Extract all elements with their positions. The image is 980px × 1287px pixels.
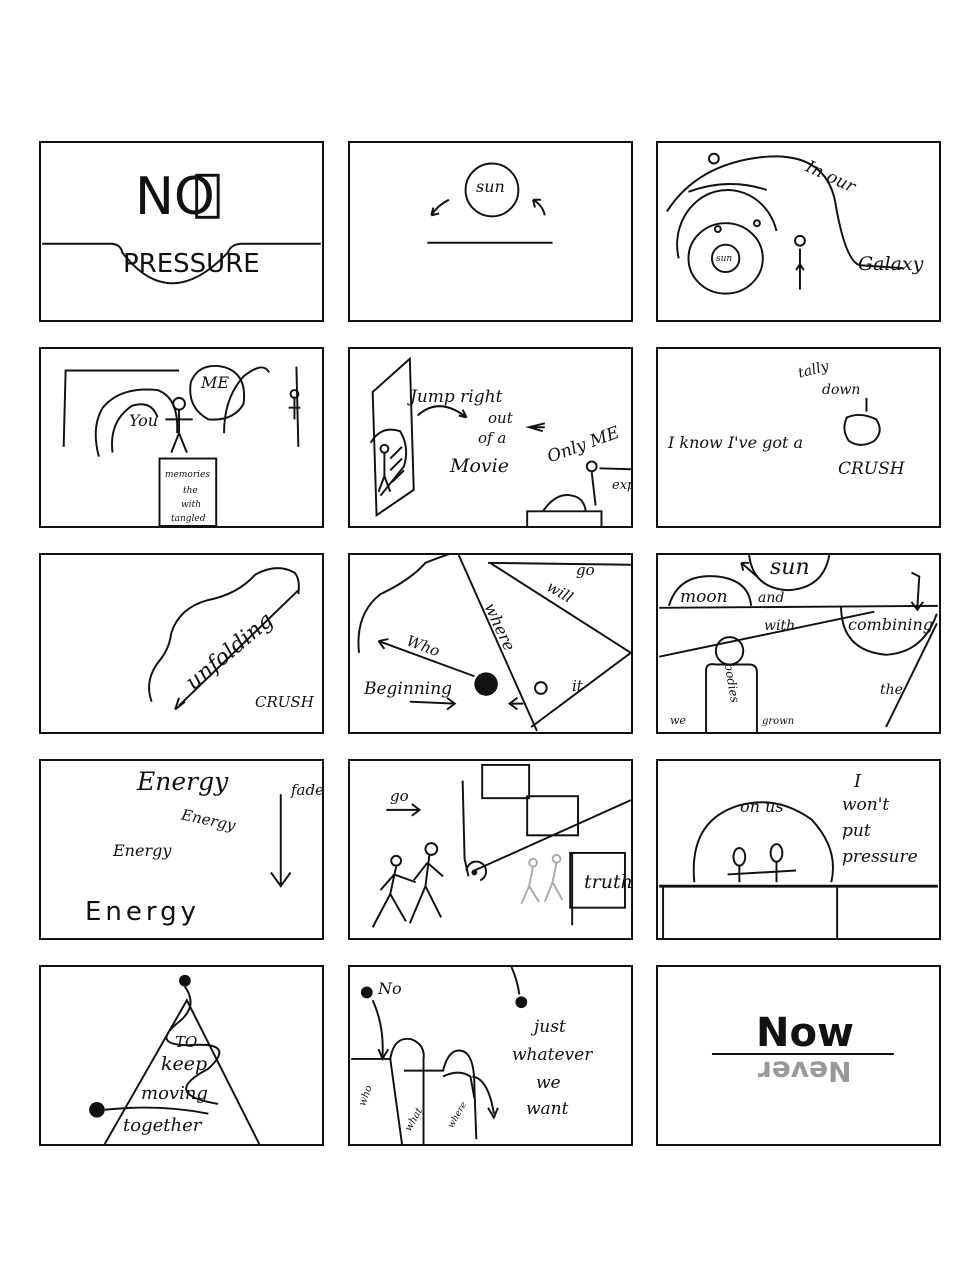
crush-label: CRUSH	[255, 693, 314, 711]
to-label: TO	[175, 1033, 198, 1051]
panel-2: sun	[348, 141, 633, 322]
keep-label: keep	[161, 1053, 208, 1075]
we-label: we	[536, 1073, 561, 1093]
title-pressure: PRESSURE	[123, 249, 260, 279]
never-label: Never	[758, 1055, 852, 1088]
i-know-label: I know I've got a	[668, 433, 804, 452]
panel-10: Energy Energy Energy Energy fade	[39, 759, 324, 940]
the-label: the	[880, 682, 903, 698]
energy-label-3: Energy	[113, 841, 172, 860]
galaxy-label: Galaxy	[858, 253, 924, 275]
panel-12-drawing	[659, 801, 938, 938]
panel-1-drawing	[42, 173, 321, 285]
panel-14: No just whatever we want who what where	[348, 965, 633, 1146]
panel-8-drawing	[357, 555, 631, 732]
panel-5: Jump right out of a Movie Only ME expand…	[348, 347, 633, 528]
just-label: just	[534, 1017, 566, 1037]
together-label: together	[123, 1115, 202, 1136]
panel-7-drawing	[148, 567, 300, 711]
panel-13-drawing	[89, 974, 261, 1144]
panel-14-drawing	[351, 967, 528, 1144]
panel-6: tally down I know I've got a CRUSH	[656, 347, 941, 528]
wont-label: won't	[842, 795, 890, 815]
grown-label: grown	[762, 716, 795, 727]
panel-2-drawing	[427, 162, 553, 244]
panel-9-drawing	[658, 555, 938, 732]
it-label: it	[572, 677, 583, 695]
crush-label: CRUSH	[838, 459, 905, 479]
panel-15: Now Never	[656, 965, 941, 1146]
panel-13: TO keep moving together	[39, 965, 324, 1146]
panel-7: unfolding CRUSH	[39, 553, 324, 734]
panel-8: go will where Who Beginning it	[348, 553, 633, 734]
moon-label: moon	[680, 587, 728, 607]
panel-5-drawing	[369, 356, 631, 526]
truth-label: truth	[584, 871, 633, 893]
panel-15-drawing	[711, 1053, 894, 1056]
panel-12: on us I won't put pressure	[656, 759, 941, 940]
put-label: put	[842, 821, 871, 841]
on-us-label: on us	[740, 797, 784, 816]
panel-3-drawing	[666, 152, 904, 295]
jump-label: Jump right	[410, 387, 503, 407]
out-label: out	[488, 409, 513, 427]
down-label: down	[822, 382, 861, 398]
expands-label: expands	[612, 478, 631, 493]
of-a-label: of a	[478, 429, 507, 447]
pressure-label: pressure	[842, 847, 918, 867]
panel-3: In our Galaxy sun	[656, 141, 941, 322]
me-label: ME	[201, 373, 230, 392]
go-label: go	[390, 787, 409, 805]
you-label: You	[129, 411, 159, 430]
panel-4-drawing	[62, 365, 301, 526]
energy-label-1: Energy	[137, 767, 229, 796]
energy-label-4: Energy	[85, 897, 201, 927]
panel-6-drawing	[843, 397, 881, 446]
moving-label: moving	[141, 1083, 208, 1104]
sun-label: sun	[476, 177, 505, 196]
i-label: I	[854, 771, 862, 792]
and-label: and	[758, 590, 785, 606]
fade-label: fade	[291, 781, 324, 799]
sun-label: sun	[716, 254, 733, 264]
panel-4: ME You memories the with tangled	[39, 347, 324, 528]
the-label: the	[183, 486, 198, 496]
panel-10-drawing	[270, 794, 292, 888]
memories-label: memories	[165, 470, 210, 480]
panel-11-drawing	[371, 763, 631, 928]
panel-1: NO PRESSURE	[39, 141, 324, 322]
now-label: Now	[756, 1010, 854, 1056]
title-no: NO	[135, 167, 215, 227]
panel-9: sun moon and with combining bodies the w…	[656, 553, 941, 734]
combining-label: combining	[848, 615, 934, 634]
with-label: with	[764, 618, 796, 634]
sun-label: sun	[770, 555, 810, 580]
beginning-label: Beginning	[364, 679, 453, 699]
want-label: want	[526, 1099, 569, 1119]
go-label: go	[576, 561, 595, 579]
we-label: we	[670, 714, 686, 727]
no-label: No	[378, 979, 402, 998]
panel-11: go truth	[348, 759, 633, 940]
tangled-label: tangled	[171, 514, 206, 524]
movie-label: Movie	[450, 455, 509, 477]
whatever-label: whatever	[512, 1045, 593, 1065]
with-label: with	[181, 500, 201, 510]
